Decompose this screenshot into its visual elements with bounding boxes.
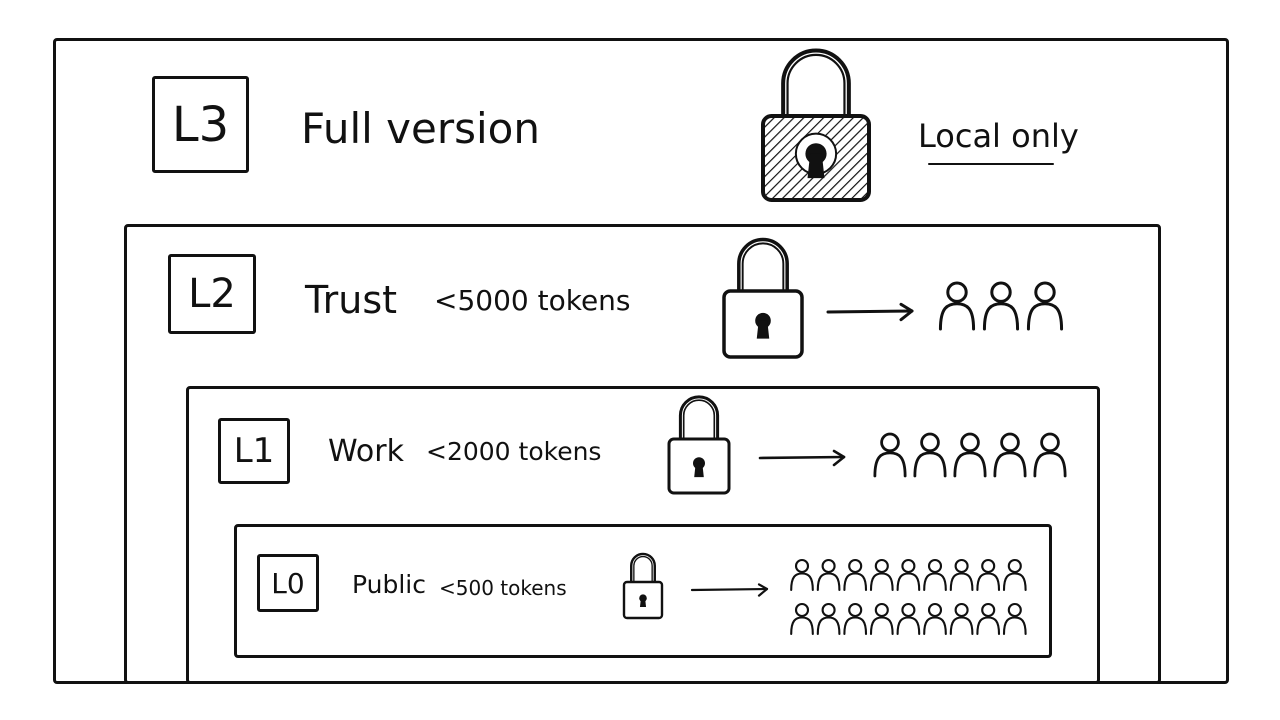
level-0-title: Public bbox=[352, 570, 426, 599]
arrow-right-icon bbox=[758, 449, 846, 467]
level-2-limit: <5000 tokens bbox=[434, 284, 631, 317]
level-2-person-icon bbox=[982, 281, 1020, 331]
level-0-person-icon bbox=[1002, 558, 1027, 592]
level-2-title: Trust bbox=[305, 278, 398, 322]
level-1-person-icon bbox=[913, 432, 947, 478]
level-1-badge: L1 bbox=[218, 418, 290, 484]
level-1-title: Work bbox=[328, 434, 404, 469]
level-1-person-icon bbox=[953, 432, 987, 478]
level-0-person-icon bbox=[790, 602, 814, 636]
level-3-note: Local only bbox=[918, 117, 1079, 155]
level-0-person-icon bbox=[949, 602, 974, 636]
hatched-padlock-icon bbox=[761, 48, 871, 202]
level-0-limit: <500 tokens bbox=[439, 576, 567, 600]
level-0-person-icon bbox=[843, 602, 868, 636]
arrow-right-icon bbox=[690, 583, 769, 597]
padlock-icon bbox=[667, 395, 731, 495]
level-1-person-icon bbox=[1033, 432, 1067, 478]
level-0-person-icon bbox=[816, 602, 841, 636]
level-2-person-icon bbox=[938, 281, 976, 331]
level-2-person-icon bbox=[1026, 281, 1064, 331]
level-0-person-icon bbox=[816, 558, 841, 592]
level-0-person-icon bbox=[949, 558, 974, 592]
padlock-icon bbox=[622, 552, 664, 620]
level-0-person-icon bbox=[923, 558, 947, 592]
level-3-badge: L3 bbox=[152, 76, 249, 173]
level-0-person-icon bbox=[869, 602, 894, 636]
level-0-person-icon bbox=[976, 602, 1001, 636]
level-0-person-icon bbox=[976, 558, 1001, 592]
arrow-right-icon bbox=[826, 302, 914, 322]
level-0-badge: L0 bbox=[257, 554, 319, 612]
level-1-person-icon bbox=[873, 432, 907, 478]
level-1-person-icon bbox=[993, 432, 1027, 478]
level-0-person-icon bbox=[869, 558, 894, 592]
level-0-person-icon bbox=[843, 558, 868, 592]
level-0-person-icon bbox=[896, 558, 921, 592]
level-0-person-icon bbox=[1002, 602, 1027, 636]
level-0-person-icon bbox=[790, 558, 814, 592]
level-2-badge: L2 bbox=[168, 254, 256, 334]
level-3-note-underline bbox=[928, 163, 1054, 165]
padlock-icon bbox=[722, 237, 804, 359]
level-0-person-icon bbox=[923, 602, 947, 636]
level-1-limit: <2000 tokens bbox=[426, 437, 602, 466]
level-3-title: Full version bbox=[301, 104, 540, 153]
level-0-person-icon bbox=[896, 602, 921, 636]
